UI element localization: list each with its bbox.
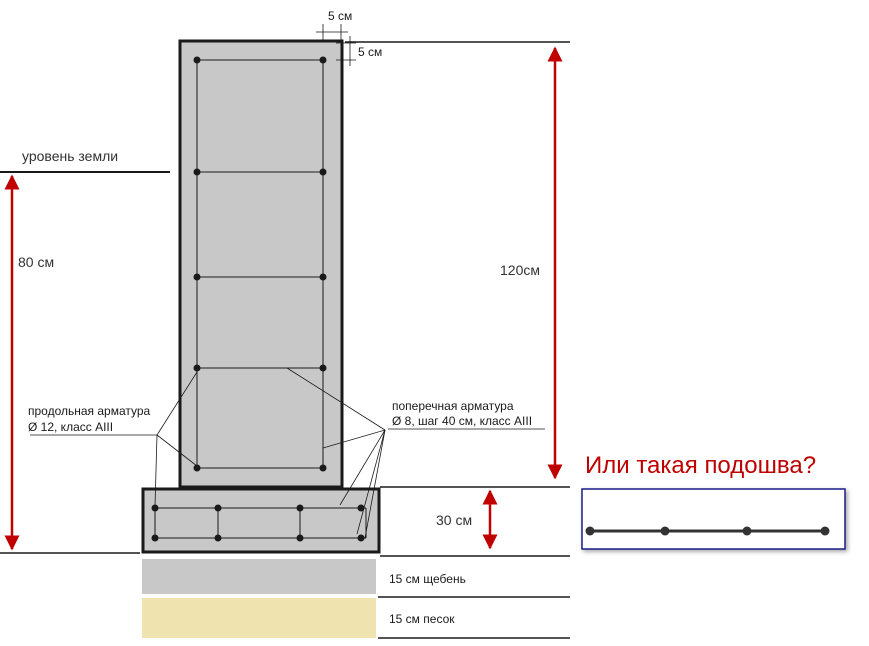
long-rebar-label-1: продольная арматура: [28, 404, 151, 418]
rubble-layer: [142, 559, 376, 594]
column: [178, 39, 344, 489]
cover-dimension-marks: [316, 24, 356, 66]
question-label: Или такая подошва?: [585, 452, 816, 479]
column-rebar-nodes: [193, 56, 327, 472]
alternative-footing-inset: [581, 488, 846, 550]
sand-layer-label: 15 см песок: [389, 612, 455, 626]
cover-top-label: 5 см: [328, 9, 352, 23]
footing: [141, 487, 381, 554]
trans-rebar-leaders: [286, 367, 545, 539]
height-120-label: 120см: [500, 262, 540, 278]
height-80-label: 80 см: [18, 254, 54, 270]
column-rebar-cage: [196, 59, 324, 469]
trans-rebar-label-2: Ø 8, шаг 40 см, класс AIII: [392, 414, 532, 428]
long-rebar-label-2: Ø 12, класс AIII: [28, 420, 113, 434]
trans-rebar-label-1: поперечная арматура: [392, 399, 514, 413]
height-30-label: 30 см: [436, 512, 472, 528]
sand-layer: [142, 598, 376, 638]
footing-rebar-nodes: [151, 504, 365, 542]
long-rebar-leaders: [30, 371, 198, 507]
rubble-layer-label: 15 см щебень: [389, 572, 466, 586]
ground-level-label: уровень земли: [22, 148, 118, 164]
alternative-rebar-nodes: [585, 526, 830, 536]
cover-side-label: 5 см: [358, 45, 382, 59]
